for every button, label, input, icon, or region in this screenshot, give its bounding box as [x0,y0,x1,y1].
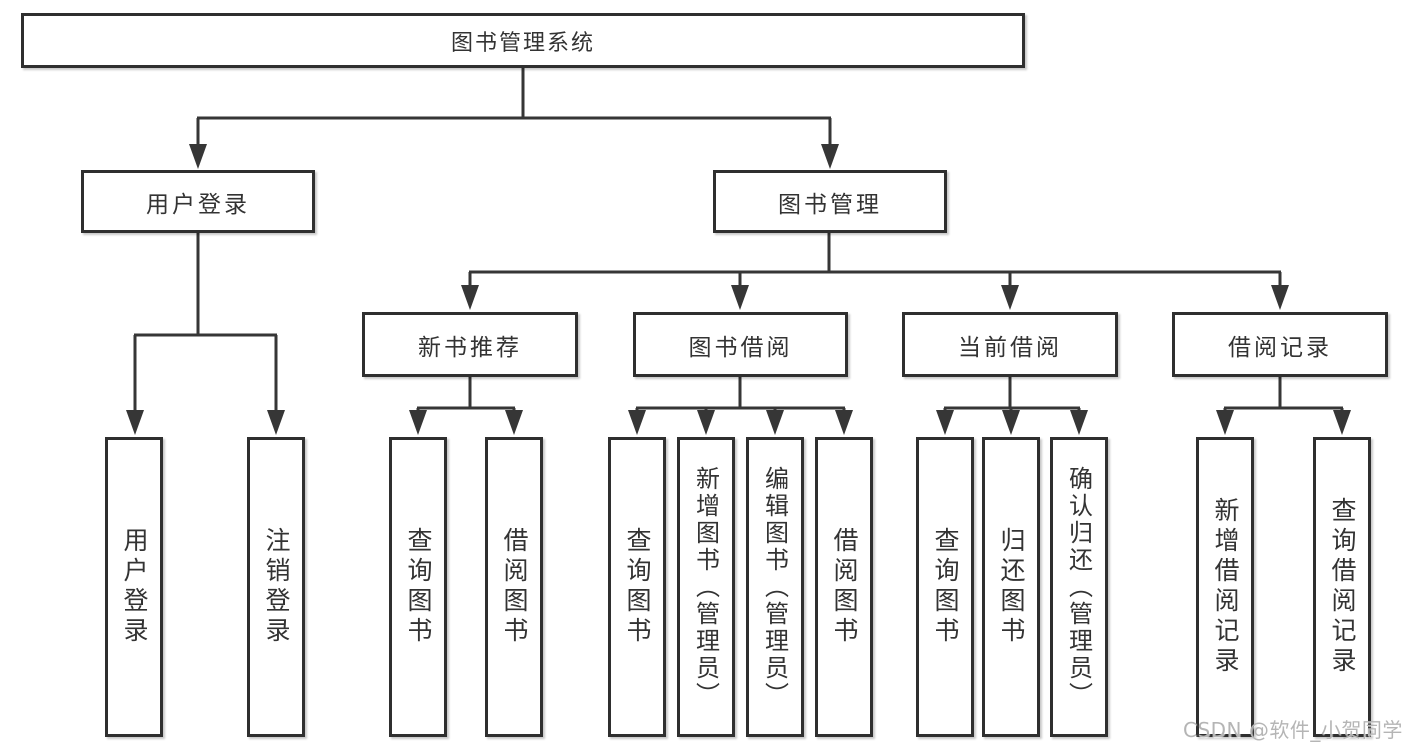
node-book-management: 图书管理 [713,170,947,233]
node-new-book-recommend: 新书推荐 [362,312,578,377]
leaf-logout: 注销登录 [247,437,305,737]
leaf-borrow-books-recommend: 借阅图书 [485,437,543,737]
leaf-query-books-recommend: 查询图书 [389,437,447,737]
leaf-confirm-return-admin: 确认归还（管理员） [1050,437,1108,737]
leaf-edit-books-admin: 编辑图书（管理员） [746,437,804,737]
connector-user-login [126,232,285,435]
leaf-add-books-admin: 新增图书（管理员） [677,437,735,737]
csdn-watermark: CSDN @软件_小贺同学 [1183,718,1403,742]
node-borrow-records: 借阅记录 [1172,312,1388,377]
node-library-system: 图书管理系统 [21,13,1025,68]
node-current-borrow: 当前借阅 [902,312,1118,377]
leaf-borrow-books: 借阅图书 [815,437,873,737]
leaf-query-books-borrow: 查询图书 [608,437,666,737]
connector-book-borrow [628,376,853,435]
connector-borrow-records [1216,376,1351,435]
connector-book-mgmt [461,232,1289,310]
leaf-add-borrow-record: 新增借阅记录 [1196,437,1254,737]
leaf-return-books: 归还图书 [982,437,1040,737]
leaf-query-borrow-record: 查询借阅记录 [1313,437,1371,737]
connector-new-books [409,376,523,435]
node-user-login: 用户登录 [81,170,315,233]
connector-root [189,68,839,169]
leaf-user-login: 用户登录 [105,437,163,737]
leaf-query-books-current: 查询图书 [916,437,974,737]
connector-current-borrow [936,376,1088,435]
node-book-borrow: 图书借阅 [633,312,848,377]
